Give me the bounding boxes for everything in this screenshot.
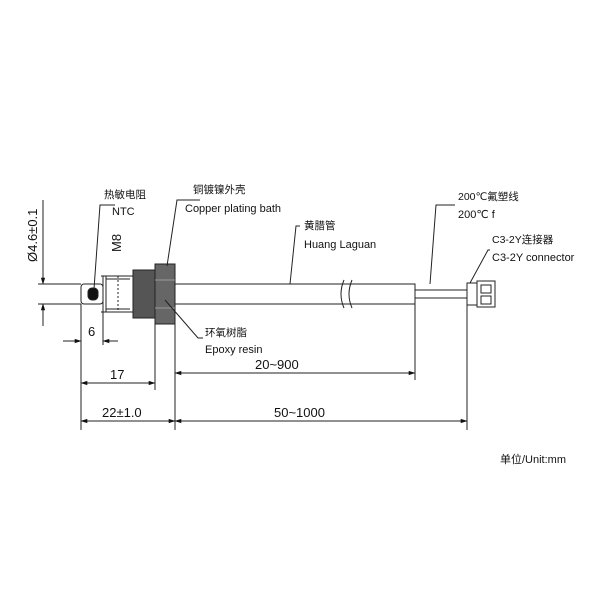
- thermistor-cn-label: 热敏电阻: [104, 188, 146, 201]
- copper-cn-label: 铜镀镍外壳: [193, 183, 246, 196]
- body-dimension: 17: [110, 367, 124, 382]
- epoxy-cn-label: 环氧树脂: [205, 326, 247, 339]
- copper-en-label: Copper plating bath: [185, 203, 281, 215]
- cable-length-dimension: 50~1000: [274, 405, 325, 420]
- connector-cn-label: C3-2Y连接器: [492, 233, 554, 246]
- tube-length-dimension: 20~900: [255, 357, 299, 372]
- wire-cn-label: 200℃氟塑线: [458, 190, 519, 203]
- hex-nut: [132, 269, 156, 319]
- tube: [174, 283, 416, 305]
- connector-body: [466, 282, 478, 306]
- thermistor-en-label: NTC: [112, 206, 135, 218]
- tube-cn-label: 黄腊管: [304, 219, 336, 232]
- ntc-bead: [87, 287, 99, 301]
- connector-en-label: C3-2Y connector: [492, 252, 575, 264]
- epoxy-en-label: Epoxy resin: [205, 344, 262, 356]
- unit-note: 单位/Unit:mm: [500, 452, 566, 466]
- probe-dimension: 22±1.0: [102, 405, 142, 420]
- wire-en-label: 200℃ f: [458, 209, 496, 221]
- tube-en-label: Huang Laguan: [304, 239, 376, 251]
- shell-collar: [154, 263, 176, 325]
- diameter-dimension: Ø4.6±0.1: [25, 209, 40, 262]
- tip-dimension: 6: [88, 324, 95, 339]
- thread-dimension: M8: [109, 234, 124, 252]
